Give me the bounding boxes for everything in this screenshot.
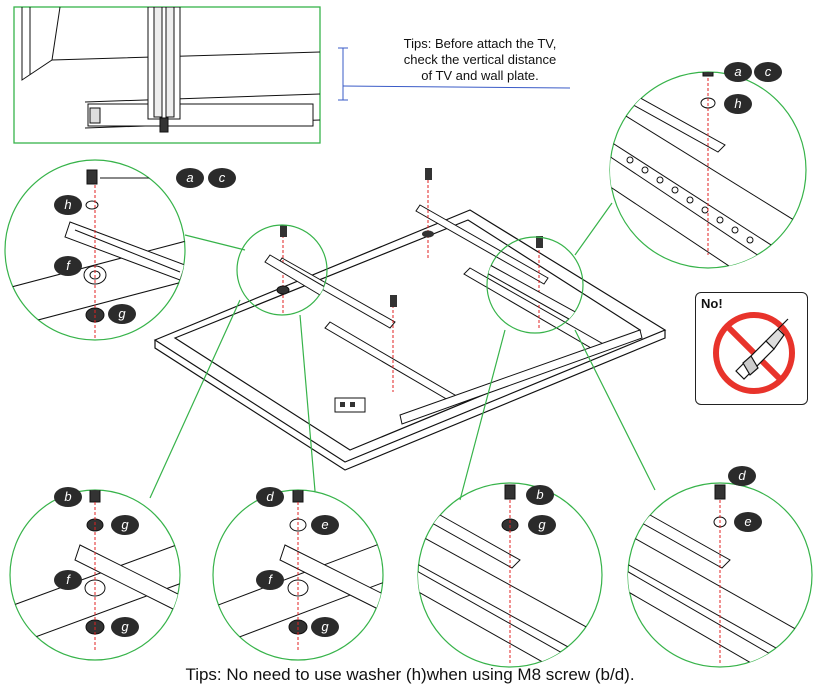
badge-b-label: b — [64, 489, 71, 504]
no-drill-warning: No! — [695, 292, 808, 405]
badge-c: c — [208, 168, 236, 188]
badge-c-2: c — [754, 62, 782, 82]
badge-a-2-label: a — [734, 64, 741, 79]
badge-f-label: f — [66, 258, 71, 273]
badge-g-5: g — [528, 515, 556, 535]
badge-d-label: d — [266, 489, 274, 504]
badge-d-2: d — [728, 466, 756, 486]
badge-b-2: b — [526, 485, 554, 505]
badge-e-label: e — [321, 517, 328, 532]
badge-g-4-label: g — [321, 619, 329, 634]
badge-a-label: a — [186, 170, 193, 185]
badge-a-2: a — [724, 62, 752, 82]
badge-g-4: g — [311, 617, 339, 637]
badge-g-3: g — [111, 617, 139, 637]
tip-line-1: Tips: Before attach the TV, — [403, 36, 557, 51]
tip-washer-note: Tips: No need to use washer (h)when usin… — [185, 665, 635, 684]
badge-b: b — [54, 487, 82, 507]
no-drill-icon — [713, 312, 795, 394]
badge-e-2-label: e — [744, 514, 751, 529]
detail-bottom-4 — [628, 484, 812, 667]
badge-g-2: g — [111, 515, 139, 535]
detail-top-left — [5, 169, 185, 338]
badge-g-label: g — [118, 306, 126, 321]
badge-h-2: h — [724, 94, 752, 114]
badge-e-2: e — [734, 512, 762, 532]
badge-h: h — [54, 195, 82, 215]
badge-d: d — [256, 487, 284, 507]
detail-mid-right — [487, 264, 583, 329]
tip-line-3: of TV and wall plate. — [421, 68, 539, 83]
badge-a: a — [176, 168, 204, 188]
badge-g: g — [108, 304, 136, 324]
tip-vertical-distance: Tips: Before attach the TV, check the ve… — [380, 36, 580, 84]
detail-bottom-2 — [213, 490, 383, 651]
badge-g-2-label: g — [121, 517, 129, 532]
detail-bottom-1 — [10, 490, 180, 651]
badge-f-3: f — [256, 570, 284, 590]
tv-rails — [277, 204, 643, 425]
badge-f: f — [54, 256, 82, 276]
badge-h-label: h — [64, 197, 71, 212]
tip-line-2: check the vertical distance — [403, 52, 557, 67]
no-label: No! — [701, 296, 723, 311]
badge-h-2-label: h — [734, 96, 741, 111]
badge-e: e — [311, 515, 339, 535]
badge-f-3-label: f — [268, 572, 273, 587]
badge-b-2-label: b — [536, 487, 543, 502]
badge-g-3-label: g — [121, 619, 129, 634]
detail-bottom-3 — [418, 484, 602, 667]
detail-top-right — [610, 72, 806, 268]
guide-lines — [282, 180, 540, 392]
badge-f-2: f — [54, 570, 82, 590]
badge-d-2-label: d — [738, 468, 746, 483]
badge-c-2-label: c — [765, 64, 772, 79]
badge-f-2-label: f — [66, 572, 71, 587]
badge-c-label: c — [219, 170, 226, 185]
inset-detail — [13, 6, 571, 144]
badge-g-5-label: g — [538, 517, 546, 532]
part-badges: a c h f g a c h b g f g d e f g b g d e — [54, 62, 782, 637]
